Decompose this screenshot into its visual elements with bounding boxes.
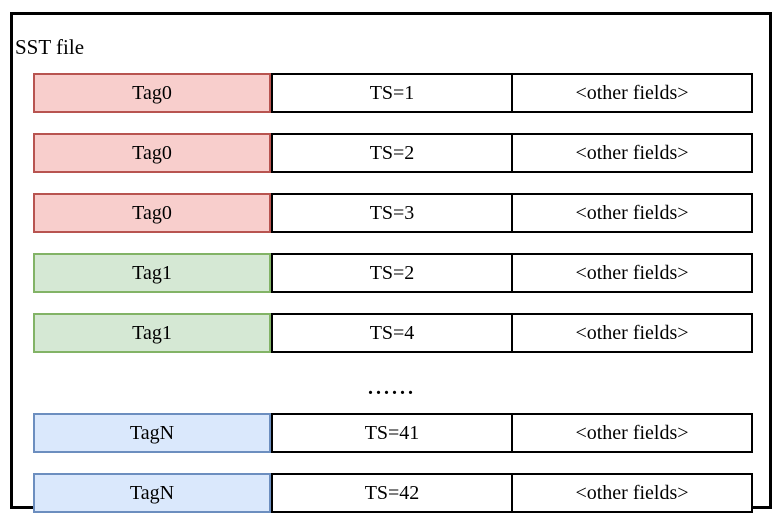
other-fields-cell: <other fields>	[511, 313, 753, 353]
ellipsis-label: ......	[368, 377, 416, 399]
record-row: Tag0 TS=3 <other fields>	[33, 193, 755, 233]
sst-file-box: SST file Tag0 TS=1 <other fields> Tag0 T…	[10, 12, 772, 513]
tag-cell: TagN	[33, 413, 271, 453]
timestamp-cell: TS=42	[271, 473, 513, 513]
timestamp-cell: TS=2	[271, 253, 513, 293]
record-row: Tag0 TS=1 <other fields>	[33, 73, 755, 113]
timestamp-cell: TS=2	[271, 133, 513, 173]
record-row: TagN TS=42 <other fields>	[33, 473, 755, 513]
timestamp-cell: TS=3	[271, 193, 513, 233]
timestamp-cell: TS=4	[271, 313, 513, 353]
tag-cell: Tag1	[33, 313, 271, 353]
tag-cell: Tag0	[33, 133, 271, 173]
tag-cell: TagN	[33, 473, 271, 513]
timestamp-cell: TS=41	[271, 413, 513, 453]
sst-file-label: SST file	[15, 35, 85, 59]
other-fields-cell: <other fields>	[511, 73, 753, 113]
record-row: Tag1 TS=4 <other fields>	[33, 313, 755, 353]
tag-cell: Tag1	[33, 253, 271, 293]
record-row: Tag0 TS=2 <other fields>	[33, 133, 755, 173]
record-row: Tag1 TS=2 <other fields>	[33, 253, 755, 293]
other-fields-cell: <other fields>	[511, 193, 753, 233]
tag-cell: Tag0	[33, 193, 271, 233]
other-fields-cell: <other fields>	[511, 413, 753, 453]
other-fields-cell: <other fields>	[511, 133, 753, 173]
tag-cell: Tag0	[33, 73, 271, 113]
timestamp-cell: TS=1	[271, 73, 513, 113]
record-row: TagN TS=41 <other fields>	[33, 413, 755, 453]
other-fields-cell: <other fields>	[511, 473, 753, 513]
other-fields-cell: <other fields>	[511, 253, 753, 293]
record-rows: Tag0 TS=1 <other fields> Tag0 TS=2 <othe…	[33, 73, 755, 522]
